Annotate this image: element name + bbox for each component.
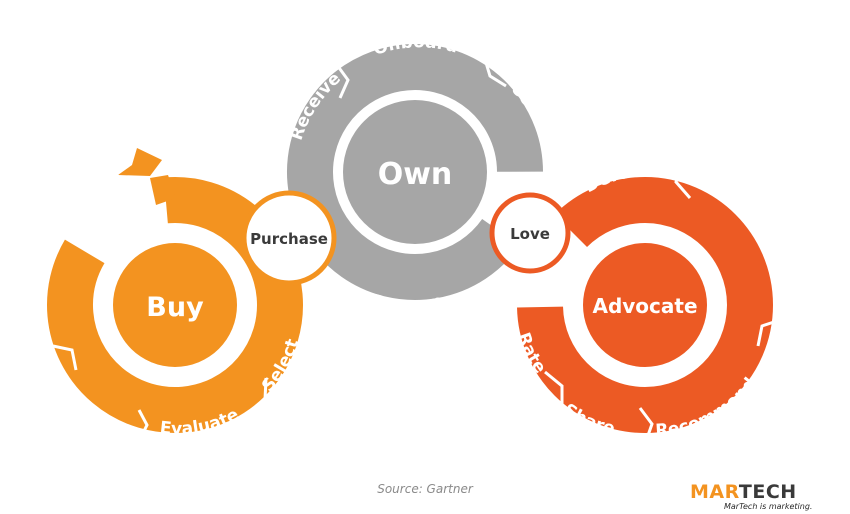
logo-word-dark: TECH (738, 481, 797, 503)
love-connector: Love (489, 192, 571, 274)
buy-segment-need: Need (72, 170, 126, 213)
martech-logo-wordmark: MARTECH (690, 483, 830, 502)
purchase-connector: Purchase (241, 190, 337, 286)
purchase-connector-circle (241, 190, 337, 286)
advocate-ring (517, 176, 773, 433)
buy-segment-dividers (52, 212, 281, 444)
martech-logo: MARTECH MarTech is marketing. (690, 483, 830, 512)
advocate-hub-label: Advocate (592, 294, 697, 318)
buy-hub (113, 243, 237, 367)
love-connector-label: Love (510, 225, 550, 243)
own-segment-dividers (335, 55, 507, 99)
advocate-hub (583, 243, 707, 367)
logo-word-orange: MAR (690, 481, 739, 503)
source-caption: Source: Gartner (377, 482, 473, 496)
advocate-cycle: Advocate Defend Demonstrate Recommend Sh… (513, 160, 786, 445)
advocate-segment-dividers (544, 162, 781, 445)
love-connector-circle (489, 192, 571, 274)
martech-logo-tagline: MarTech is marketing. (724, 502, 813, 511)
buy-cycle: Buy Need Discover Aware Evaluate Select (29, 148, 303, 444)
purchase-connector-label: Purchase (250, 230, 328, 248)
customer-lifecycle-diagram: Buy Need Discover Aware Evaluate Select … (29, 44, 786, 445)
own-hub-label: Own (378, 157, 453, 192)
buy-ring-arrow-tip (118, 148, 162, 176)
own-hub (343, 100, 487, 244)
buy-ring-arrowhead (150, 175, 176, 205)
buy-hub-label: Buy (146, 292, 204, 323)
